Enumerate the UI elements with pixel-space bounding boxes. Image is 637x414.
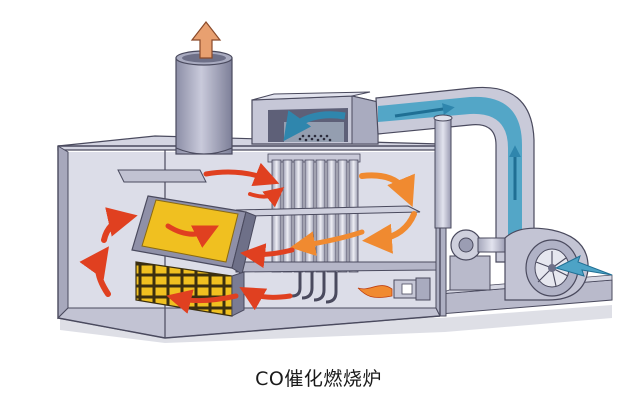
burner-pipes: [291, 272, 338, 304]
exhaust-stack: [175, 57, 233, 155]
fan-blower-icon: [504, 227, 589, 301]
furnace-left-wall: [57, 145, 69, 320]
vertical-pipe: [434, 117, 452, 229]
heat-exchanger: [267, 153, 361, 273]
upper-shelf: [117, 169, 207, 183]
return-duct: [375, 86, 535, 263]
duct-flow-arrow-top: [394, 103, 455, 118]
burner: [393, 277, 431, 301]
fan-inlet-arrow: [554, 255, 613, 277]
up-arrow-icon: [190, 21, 222, 59]
lower-shelf: [235, 261, 437, 273]
hot-gas-flow: [79, 162, 417, 314]
furnace-top: [57, 135, 441, 151]
intake-mesh: [298, 134, 332, 142]
diagram-caption: CO催化燃烧炉: [255, 368, 382, 390]
pump: [449, 229, 507, 291]
intake-flow-arrow: [283, 110, 346, 142]
flame-icon: [357, 285, 393, 298]
